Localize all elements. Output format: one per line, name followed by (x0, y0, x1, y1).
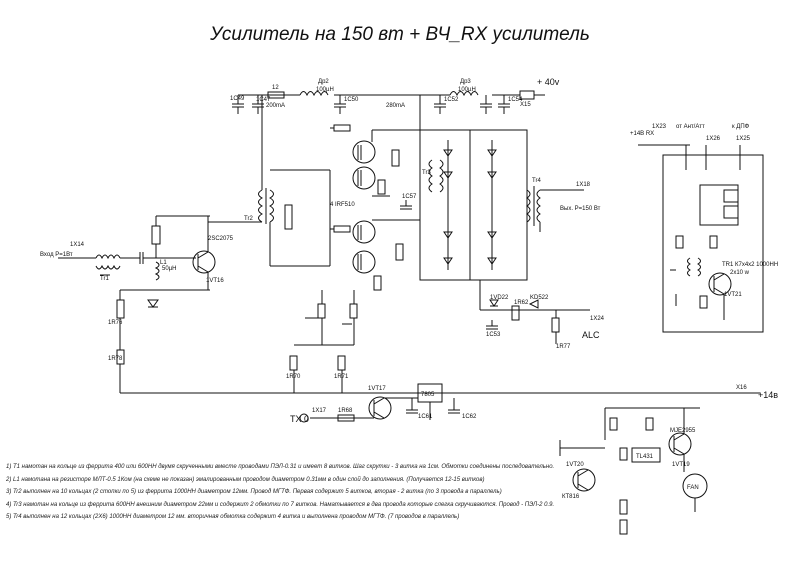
c61-label: 1C61 (418, 414, 433, 420)
alc-section (479, 280, 590, 344)
r62-label: 1R62 (514, 300, 529, 306)
x25-label: 1X25 (736, 136, 751, 142)
vt17-label: 1VT17 (368, 386, 386, 392)
irf510-label: 4 IRF510 (330, 202, 355, 208)
r70-label: 1R70 (286, 374, 301, 380)
alc-label: ALC (582, 330, 600, 340)
tx0-label: TX 0 (290, 414, 309, 424)
x23-label: 1X23 (652, 124, 667, 130)
l1-value: 50µH (162, 266, 176, 272)
c47-label: 1C47 (256, 97, 271, 103)
current-200-label: 200mA (266, 103, 285, 109)
c50-label: 1C50 (344, 97, 359, 103)
r77-label: 1R77 (556, 344, 571, 350)
d22-label: 1VD22 (490, 295, 509, 301)
note-4: 4) Tr3 намотан на кольце из феррита 600Н… (6, 501, 555, 508)
output-transformers (400, 129, 584, 281)
current-280-label: 280mA (386, 103, 405, 109)
c53-label: 1C53 (486, 332, 501, 338)
x18-label: 1X18 (576, 182, 591, 188)
tr1-label: Tr1 (100, 276, 109, 282)
r12-label: 12 (272, 85, 279, 91)
dr3-value: 100µH (458, 87, 476, 93)
vt19-label: 1VT19 (672, 462, 690, 468)
tr3-label: Tr3 (422, 170, 431, 176)
x14-label: 1X14 (70, 242, 85, 248)
plus40-label: + 40v (537, 77, 560, 87)
c52-label: 1C52 (444, 97, 459, 103)
output-label: Вых. Р=150 Вт (560, 206, 601, 212)
reg-7805-label: 7805 (421, 392, 435, 398)
c57-label: 1C57 (402, 194, 417, 200)
x16-label: X16 (736, 385, 747, 391)
c49-label: 1C49 (230, 96, 245, 102)
note-1: 1) T1 намотан на кольце из феррита 400 и… (6, 464, 555, 470)
dr2-value: 100µH (316, 87, 334, 93)
fan-label: FAN (687, 485, 699, 491)
q-2sc2075-label: 2SC2075 (208, 236, 234, 242)
c62-label: 1C62 (462, 414, 477, 420)
x15-label: X15 (520, 102, 531, 108)
x26-label: 1X26 (706, 136, 721, 142)
schematic-title: Усилитель на 150 вт + ВЧ_RX усилитель (210, 24, 590, 45)
tr2-transformer (208, 169, 330, 267)
note-5: 5) Tr4 выполнен на 12 кольцах (2Х6) 1000… (6, 514, 460, 521)
tx-regulator (299, 383, 470, 423)
top-supply-rail (232, 90, 545, 190)
vt16-label: 1VT16 (206, 278, 224, 284)
plus14rx-label: +14В RX (630, 131, 654, 137)
r71-label: 1R71 (334, 374, 349, 380)
kt816-label: КТ816 (562, 494, 580, 500)
tr2-label: Tr2 (244, 216, 253, 222)
schematic-labels: Вход Р=1Вт 2SC2075 Tr2 Tr1 L1 50µH Др2 1… (40, 77, 778, 500)
r76-label: 1R76 (108, 320, 123, 326)
dr2-label: Др2 (318, 79, 329, 85)
kd522-label: KD522 (530, 295, 549, 301)
l1-label: L1 (160, 260, 167, 266)
input-stage (58, 215, 760, 394)
r68-label: 1R68 (338, 408, 353, 414)
tr1-right-label: TR1 К7x4x2 1000НН (722, 262, 778, 268)
mje2955-label: MJE2955 (670, 428, 696, 434)
x24-label: 1X24 (590, 316, 605, 322)
plus14-label: +14в (758, 390, 778, 400)
rx-amplifier (638, 144, 764, 333)
note-3: 3) Tr2 выполнен на 10 кольцах (2 стопки … (6, 489, 502, 496)
vt20-label: 1VT20 (566, 462, 584, 468)
winding-notes: 1) T1 намотан на кольце из феррита 400 и… (6, 461, 796, 524)
x17-label: 1X17 (312, 408, 327, 414)
tr4-label: Tr4 (532, 178, 541, 184)
c54-label: 1C54 (508, 97, 523, 103)
input-label: Вход Р=1Вт (40, 252, 73, 258)
tr1-right-turns: 2x10 w (730, 270, 750, 276)
ant-amp-label: от Ант/Атт (676, 124, 705, 130)
fan-control (559, 407, 708, 535)
dr3-label: Др3 (460, 79, 471, 85)
tl431-label: TL431 (636, 454, 654, 460)
r78-label: 1R78 (108, 356, 123, 362)
dpf-label: к ДПФ (732, 124, 750, 130)
vt21-label: 1VT21 (724, 292, 742, 298)
note-2: 2) L1 намотана на резисторе МЛТ-0.5 1Ком… (6, 476, 485, 483)
mosfet-stage (289, 124, 420, 393)
